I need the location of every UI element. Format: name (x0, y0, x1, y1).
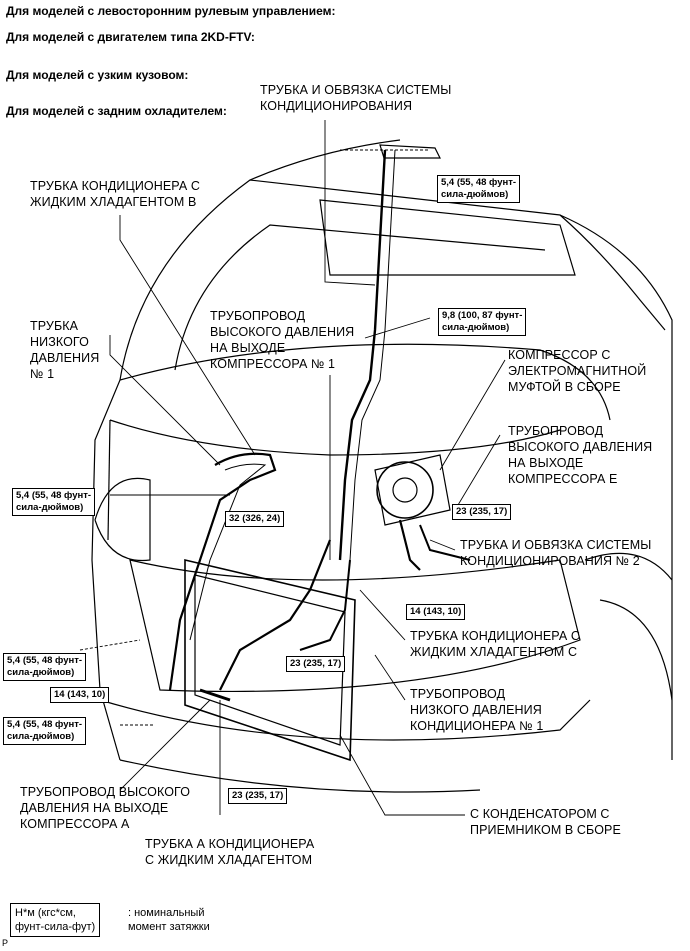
fender-right-arch (584, 552, 673, 581)
liquid-tube-c (299, 559, 351, 651)
ac-tube-2 (419, 524, 471, 561)
bumper-lower (119, 759, 481, 793)
fender-right (559, 214, 673, 760)
bumper (99, 699, 591, 741)
header-line-4: Для моделей с задним охладителем: (6, 104, 227, 118)
grille-frame (129, 559, 581, 693)
corner-mark: P (2, 938, 9, 948)
windshield-outline (119, 179, 666, 381)
windshield-inner (174, 224, 546, 371)
low-pressure-tube (168, 452, 277, 691)
torque-box-left-upper: 5,4 (55, 48 фунт-сила-дюймов) (12, 488, 96, 516)
torque-box-center-32: 32 (326, 24) (225, 511, 285, 527)
torque-box-center-23: 23 (235, 17) (286, 656, 346, 672)
torque-box-left-14: 14 (143, 10) (50, 687, 110, 703)
accessory-tube-upper (338, 149, 387, 561)
tube-fitting-top (379, 144, 441, 159)
torque-box-right-14: 14 (143, 10) (406, 604, 466, 620)
body-left-inner (107, 419, 111, 541)
condenser-core (184, 558, 356, 762)
hood-top (119, 343, 611, 421)
header-line-1: Для моделей с левосторонним рулевым упра… (6, 4, 336, 18)
torque-box-right-23: 23 (235, 17) (452, 504, 512, 520)
wheel-right (599, 599, 673, 701)
header-line-3: Для моделей с узким кузовом: (6, 68, 189, 82)
low-pressure-tube-2 (189, 463, 267, 641)
header-line-2: Для моделей с двигателем типа 2KD-FTV: (6, 30, 255, 44)
torque-box-mid-right: 9,8 (100, 87 фунт-сила-дюймов) (438, 308, 527, 336)
compressor-body (374, 454, 451, 526)
legend-unit-box: Н*м (кгс*см,фунт-сила-фут) (10, 903, 101, 937)
cab-roof (249, 139, 401, 181)
receiver-tank (199, 688, 231, 702)
accessory-tube-upper-2 (349, 149, 396, 561)
torque-box-bottom-23: 23 (235, 17) (228, 788, 288, 804)
body-left (91, 379, 121, 761)
discharge-hose-1 (219, 539, 332, 691)
torque-box-left-mid: 5,4 (55, 48 фунт-сила-дюймов) (3, 653, 87, 681)
compressor-hub (392, 477, 418, 503)
torque-box-left-low: 5,4 (55, 48 фунт-сила-дюймов) (3, 717, 87, 745)
torque-box-top-right: 5,4 (55, 48 фунт-сила-дюймов) (437, 175, 521, 203)
discharge-hose-e (398, 519, 421, 571)
headlight-left (94, 477, 151, 562)
condenser-inner (194, 574, 346, 746)
hood-front (109, 419, 561, 456)
compressor-pulley (376, 461, 434, 519)
window-frame (319, 199, 576, 276)
